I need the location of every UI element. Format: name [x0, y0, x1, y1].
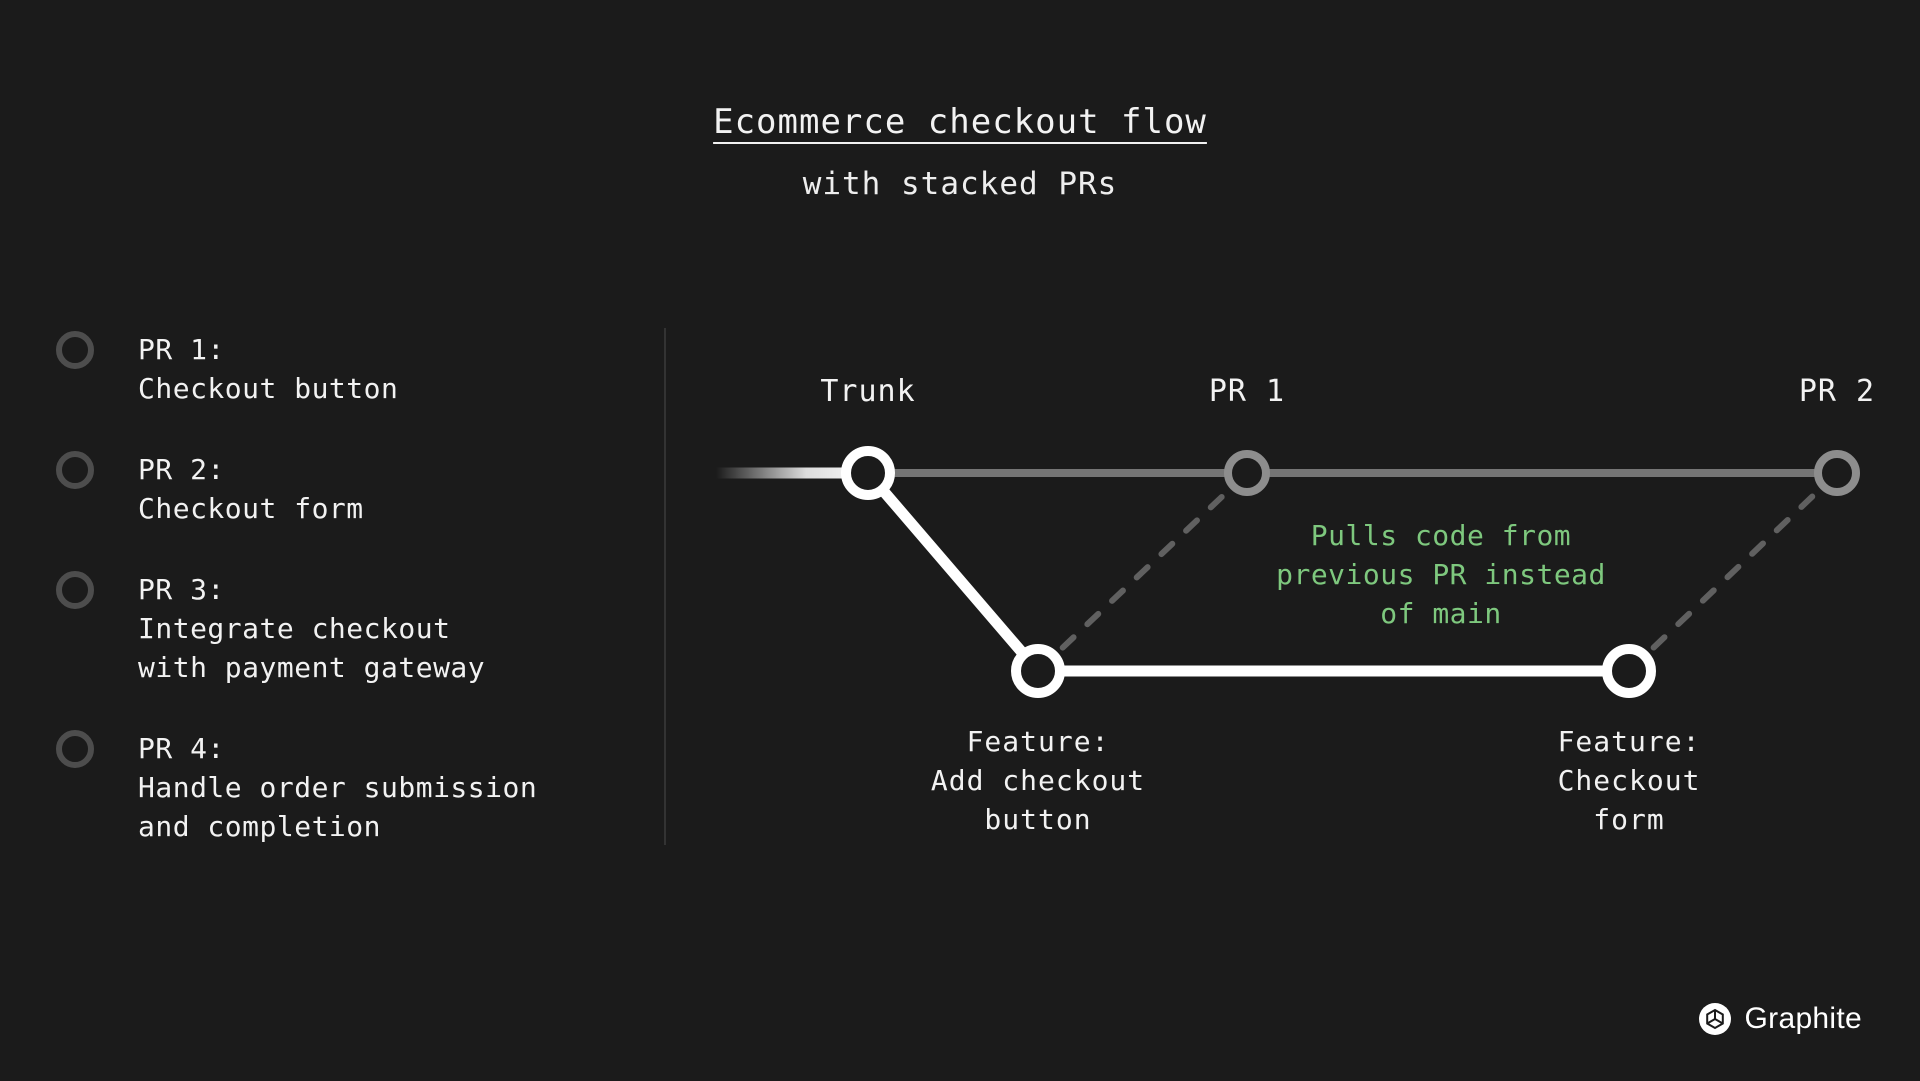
vertical-divider	[664, 328, 666, 845]
circle-bullet-icon	[56, 571, 94, 609]
pr-item-text: PR 2: Checkout form	[138, 450, 364, 528]
circle-bullet-icon	[56, 331, 94, 369]
pr-item-name: PR 2:	[138, 453, 225, 486]
feature2-node	[1602, 644, 1656, 698]
graphite-logo-icon	[1698, 1003, 1731, 1035]
pr-item-text: PR 4: Handle order submission and comple…	[138, 729, 537, 846]
dashed-line-feature2-to-pr2	[1626, 470, 1840, 674]
pr2-node	[1814, 450, 1860, 496]
title-block: Ecommerce checkout flow with stacked PRs	[0, 102, 1920, 202]
circle-bullet-icon	[56, 451, 94, 489]
feature2-label: Feature: Checkout form	[1557, 725, 1701, 836]
dashed-line-feature1-to-pr1	[1035, 470, 1250, 674]
pr-item-name: PR 3:	[138, 573, 225, 606]
list-item-pr3: PR 3: Integrate checkout with payment ga…	[56, 570, 616, 687]
list-item-pr4: PR 4: Handle order submission and comple…	[56, 729, 616, 846]
pr-item-name: PR 4:	[138, 732, 225, 765]
feature1-label: Feature: Add checkout button	[930, 725, 1146, 836]
graphite-logo: Graphite	[1698, 1002, 1862, 1036]
pr-item-desc: Integrate checkout with payment gateway	[138, 612, 486, 684]
pr-item-desc: Checkout form	[138, 492, 364, 525]
circle-bullet-icon	[56, 730, 94, 768]
pr2-label: PR 2	[1798, 374, 1876, 409]
branch-line-trunk-to-feature1	[862, 467, 1044, 677]
pr-list: PR 1: Checkout button PR 2: Checkout for…	[56, 330, 616, 846]
pr1-label: PR 1	[1208, 374, 1286, 409]
pr-item-desc: Handle order submission and completion	[138, 771, 538, 843]
pr1-node	[1224, 450, 1270, 496]
trunk-label: Trunk	[820, 374, 916, 409]
pr-item-text: PR 1: Checkout button	[138, 330, 398, 408]
feature1-node	[1011, 644, 1065, 698]
graphite-logo-text: Graphite	[1744, 1002, 1862, 1035]
pr-item-desc: Checkout button	[138, 372, 399, 405]
page-subtitle: with stacked PRs	[802, 166, 1118, 202]
trunk-node	[841, 446, 895, 500]
annotation-pulls-code: Pulls code from previous PR instead of m…	[1276, 519, 1606, 630]
pr-item-text: PR 3: Integrate checkout with payment ga…	[138, 570, 485, 687]
pr-item-name: PR 1:	[138, 333, 225, 366]
list-item-pr2: PR 2: Checkout form	[56, 450, 616, 528]
page-title: Ecommerce checkout flow	[713, 102, 1207, 142]
list-item-pr1: PR 1: Checkout button	[56, 330, 616, 408]
